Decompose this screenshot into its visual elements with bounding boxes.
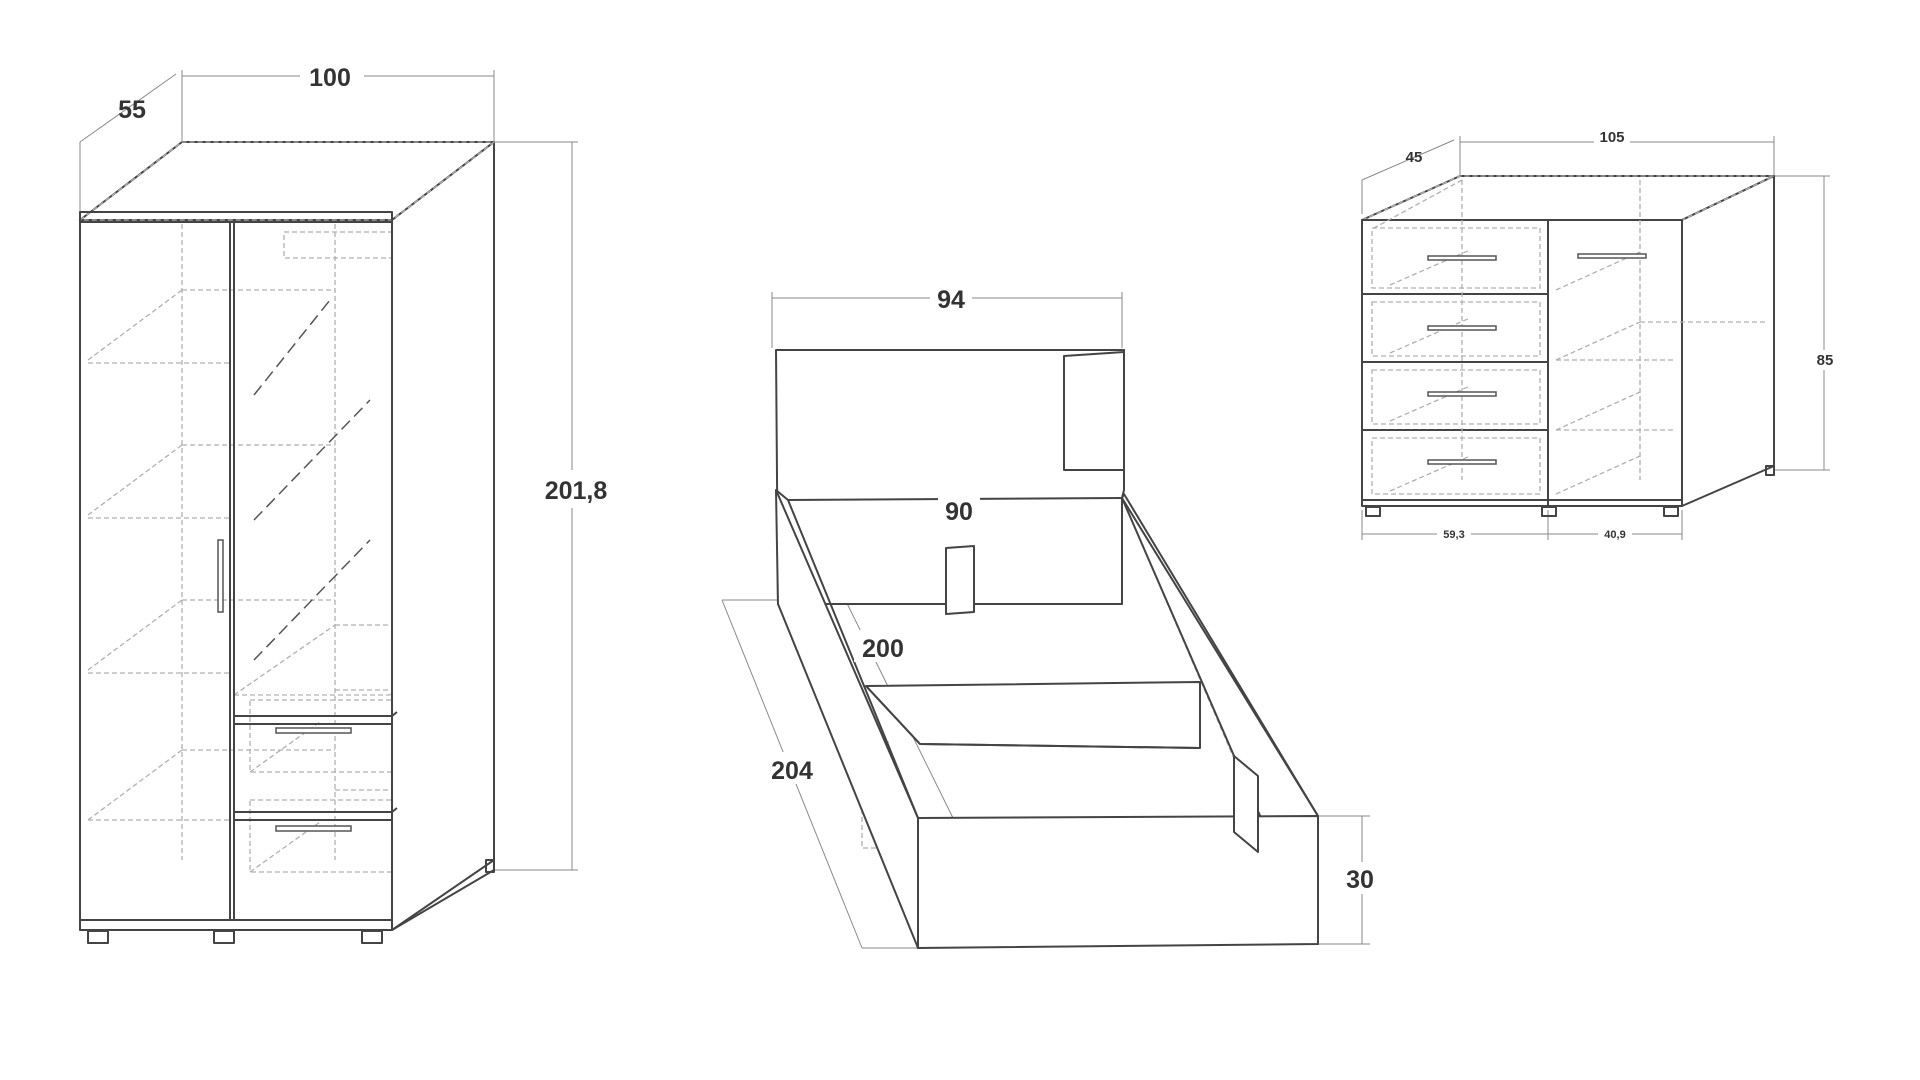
bed-width-label: 94 bbox=[937, 286, 965, 314]
wardrobe-drawer-handle-lower bbox=[275, 825, 352, 832]
dresser-drawer-handle-3 bbox=[1427, 391, 1497, 397]
wardrobe-drawer-handle-upper bbox=[275, 727, 352, 734]
wardrobe-depth-label: 55 bbox=[118, 96, 146, 124]
dresser-right-section-label: 40,9 bbox=[1604, 529, 1625, 541]
wardrobe-width-label: 100 bbox=[309, 64, 351, 92]
wardrobe-door-handle bbox=[217, 539, 224, 613]
bed-drawing: 94 90 200 204 30 bbox=[721, 282, 1384, 949]
wardrobe-mirror-lines bbox=[253, 299, 371, 661]
dresser-width-label: 105 bbox=[1599, 129, 1624, 146]
dresser-door-handle bbox=[1577, 253, 1647, 259]
bed-inner-length-label: 200 bbox=[862, 635, 904, 663]
dresser-left-section-label: 59,3 bbox=[1443, 529, 1464, 541]
dresser-handles bbox=[1427, 253, 1647, 465]
dresser-drawing: 105 45 85 59,3 40,9 bbox=[1361, 128, 1840, 542]
dresser-drawer-handle-1 bbox=[1427, 255, 1497, 261]
dresser-height-label: 85 bbox=[1817, 352, 1834, 369]
dresser-drawer-handle-2 bbox=[1427, 325, 1497, 331]
bed-inner-width-label: 90 bbox=[945, 498, 973, 526]
wardrobe-drawing: 100 55 201,8 bbox=[78, 58, 614, 944]
dresser-outline bbox=[1361, 175, 1775, 517]
dresser-drawer-handle-4 bbox=[1427, 459, 1497, 465]
wardrobe-height-label: 201,8 bbox=[545, 477, 608, 505]
bed-height-label: 30 bbox=[1346, 866, 1374, 894]
wardrobe-handles bbox=[217, 539, 352, 832]
bed-outline bbox=[775, 349, 1319, 949]
bed-length-label: 204 bbox=[771, 757, 813, 785]
dresser-depth-label: 45 bbox=[1406, 149, 1423, 166]
wardrobe-outline bbox=[78, 141, 496, 944]
